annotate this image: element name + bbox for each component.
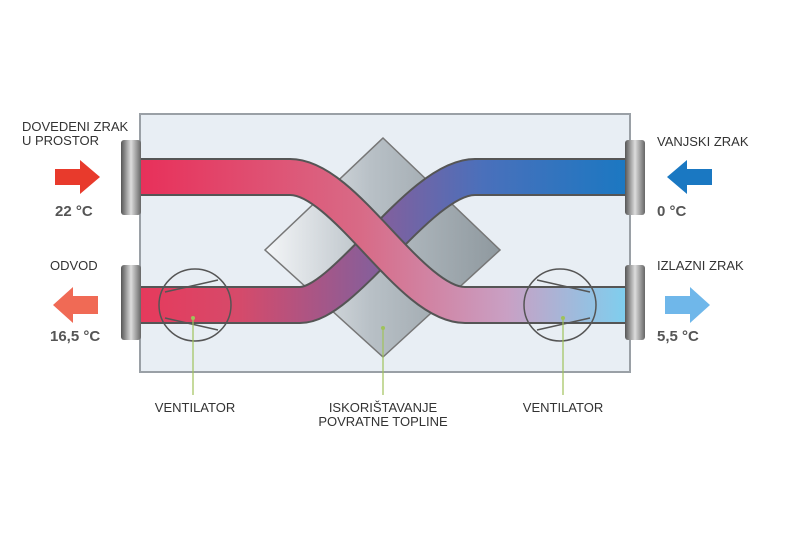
- label-heat-recovery-2: POVRATNE TOPLINE: [318, 414, 448, 429]
- arrow-outdoor-icon: [667, 160, 712, 194]
- extract-temp: 16,5 °C: [50, 328, 100, 345]
- flange-supply: [121, 140, 141, 215]
- label-fan-right: VENTILATOR: [523, 400, 603, 415]
- arrow-exhaust-icon: [665, 287, 710, 323]
- arrow-extract-icon: [53, 287, 98, 323]
- flange-extract: [121, 265, 141, 340]
- outdoor-temp: 0 °C: [657, 203, 687, 220]
- flange-exhaust: [625, 265, 645, 340]
- flange-outdoor: [625, 140, 645, 215]
- arrow-supply-icon: [55, 160, 100, 194]
- label-supply-air: DOVEDENI ZRAK: [22, 119, 129, 134]
- label-supply-air-2: U PROSTOR: [22, 133, 99, 148]
- label-exhaust-air: IZLAZNI ZRAK: [657, 258, 744, 273]
- exhaust-temp: 5,5 °C: [657, 328, 699, 345]
- supply-temp: 22 °C: [55, 203, 93, 220]
- label-extract: ODVOD: [50, 258, 98, 273]
- label-fan-left: VENTILATOR: [155, 400, 235, 415]
- label-outdoor-air: VANJSKI ZRAK: [657, 134, 749, 149]
- label-heat-recovery: ISKORIŠTAVANJE: [329, 400, 438, 415]
- fan-left: [158, 268, 232, 342]
